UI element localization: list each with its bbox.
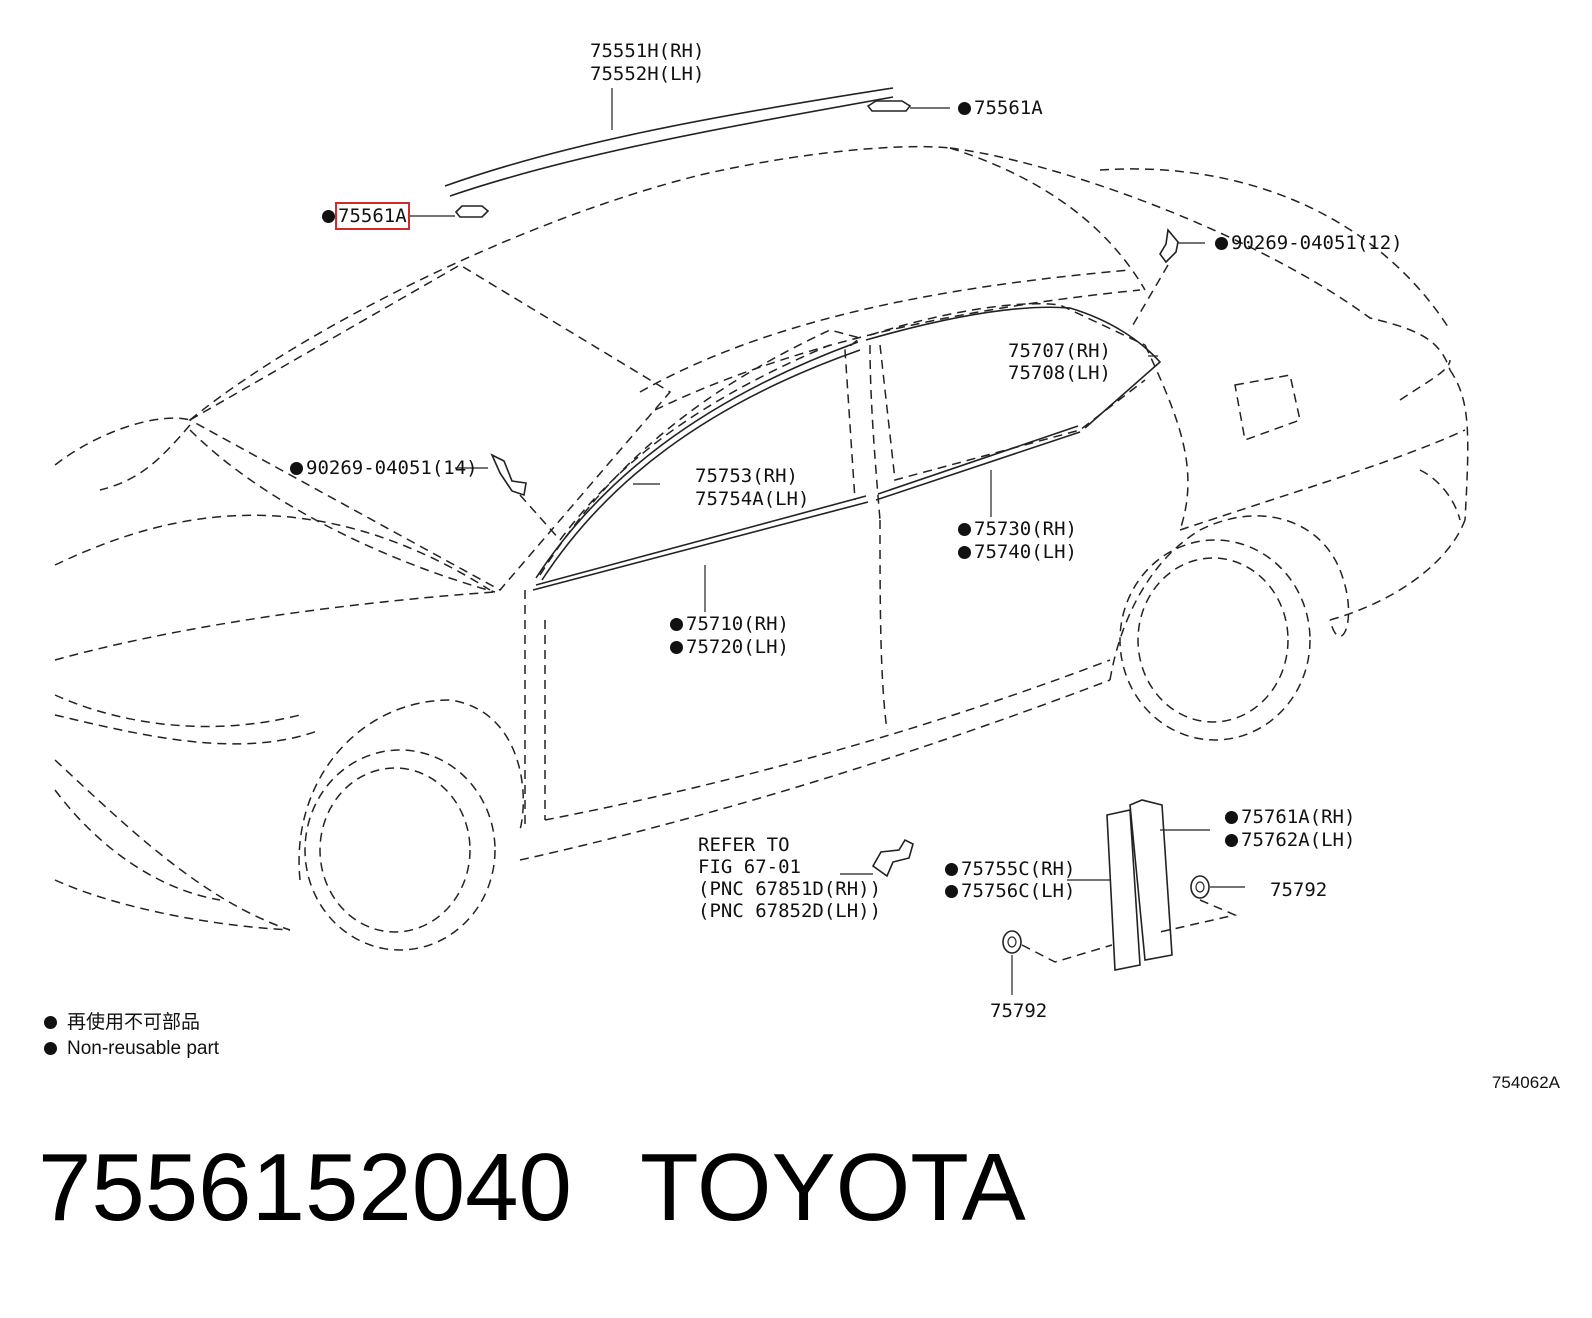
non-reusable-dot <box>1225 834 1238 847</box>
label-75561a-right[interactable]: 75561A <box>958 97 1043 119</box>
non-reusable-dot <box>958 102 971 115</box>
label-75710[interactable]: 75710(RH) <box>670 613 789 635</box>
label-75756c[interactable]: 75756C(LH) <box>945 880 1075 902</box>
non-reusable-dot <box>290 462 303 475</box>
label-75720[interactable]: 75720(LH) <box>670 636 789 658</box>
highlighted-part-label: 75561A <box>335 202 410 230</box>
label-75708[interactable]: 75708(LH) <box>1008 362 1111 384</box>
label-75720-text: 75720(LH) <box>686 636 789 658</box>
label-75792-bottom[interactable]: 75792 <box>990 1000 1048 1022</box>
label-75561a-left[interactable]: 75561A <box>322 202 410 230</box>
non-reusable-dot <box>670 641 683 654</box>
legend-dot <box>44 1042 57 1055</box>
non-reusable-dot <box>1225 811 1238 824</box>
roof-clip-left <box>454 205 490 218</box>
pillar-garnish-front <box>1106 809 1141 971</box>
non-reusable-dot <box>958 546 971 559</box>
rear-window-frame-molding <box>865 306 1162 429</box>
refer-note-line4: (PNC 67852D(LH)) <box>698 900 882 922</box>
label-75551h[interactable]: 75551H(RH) <box>590 40 705 62</box>
legend-en-text: Non-reusable part <box>67 1038 220 1059</box>
label-75762a[interactable]: 75762A(LH) <box>1225 829 1355 851</box>
rear-belt-molding <box>875 425 1081 501</box>
clip-75792-right <box>1190 875 1210 899</box>
label-90269-14-text: 90269-04051(14) <box>306 457 478 479</box>
fastener-90269-12 <box>1159 228 1179 264</box>
non-reusable-dot <box>945 885 958 898</box>
clip-75792-bottom <box>1002 930 1022 954</box>
label-75552h[interactable]: 75552H(LH) <box>590 63 705 85</box>
front-window-frame-molding <box>535 341 861 581</box>
label-90269-12-text: 90269-04051(12) <box>1231 232 1403 254</box>
legend-cn: 再使用不可部品 <box>44 1010 200 1036</box>
label-75753[interactable]: 75753(RH) <box>695 465 798 487</box>
label-75755c[interactable]: 75755C(RH) <box>945 858 1075 880</box>
label-75730-text: 75730(RH) <box>974 518 1077 540</box>
figure-number: 754062A <box>1491 1073 1560 1092</box>
label-75762a-text: 75762A(LH) <box>1241 829 1356 851</box>
label-75755c-text: 75755C(RH) <box>961 858 1076 880</box>
non-reusable-dot <box>322 210 335 223</box>
legend-dot <box>44 1016 57 1029</box>
label-90269-14[interactable]: 90269-04051(14) <box>290 457 478 479</box>
non-reusable-dot <box>958 523 971 536</box>
label-75756c-text: 75756C(LH) <box>961 880 1076 902</box>
label-75740[interactable]: 75740(LH) <box>958 541 1077 563</box>
label-75761a-text: 75761A(RH) <box>1241 806 1356 828</box>
legend-cn-text: 再使用不可部品 <box>67 1012 201 1033</box>
roof-molding <box>444 87 894 197</box>
label-75792-right[interactable]: 75792 <box>1270 879 1328 901</box>
label-75754a[interactable]: 75754A(LH) <box>695 488 810 510</box>
fastener-90269-14 <box>490 453 527 497</box>
non-reusable-dot <box>670 618 683 631</box>
label-75740-text: 75740(LH) <box>974 541 1077 563</box>
label-75761a[interactable]: 75761A(RH) <box>1225 806 1355 828</box>
label-75730[interactable]: 75730(RH) <box>958 518 1077 540</box>
refer-note-line1: REFER TO <box>698 834 790 856</box>
refer-note-line2: FIG 67-01 <box>698 856 801 878</box>
non-reusable-dot <box>1215 237 1228 250</box>
refer-note-line3: (PNC 67851D(RH)) <box>698 878 882 900</box>
bracket-refer-part <box>871 838 914 878</box>
roof-clip-right <box>866 100 912 112</box>
front-belt-molding <box>532 495 869 591</box>
label-75710-text: 75710(RH) <box>686 613 789 635</box>
pillar-garnish-rear <box>1129 799 1173 961</box>
legend-en: Non-reusable part <box>44 1036 219 1062</box>
part-number-heading: 7556152040 <box>38 1134 572 1241</box>
label-75561a-right-text: 75561A <box>974 97 1043 119</box>
non-reusable-dot <box>945 863 958 876</box>
label-90269-12[interactable]: 90269-04051(12) <box>1215 232 1403 254</box>
brand-heading: TOYOTA <box>640 1134 1026 1241</box>
label-75707[interactable]: 75707(RH) <box>1008 340 1111 362</box>
